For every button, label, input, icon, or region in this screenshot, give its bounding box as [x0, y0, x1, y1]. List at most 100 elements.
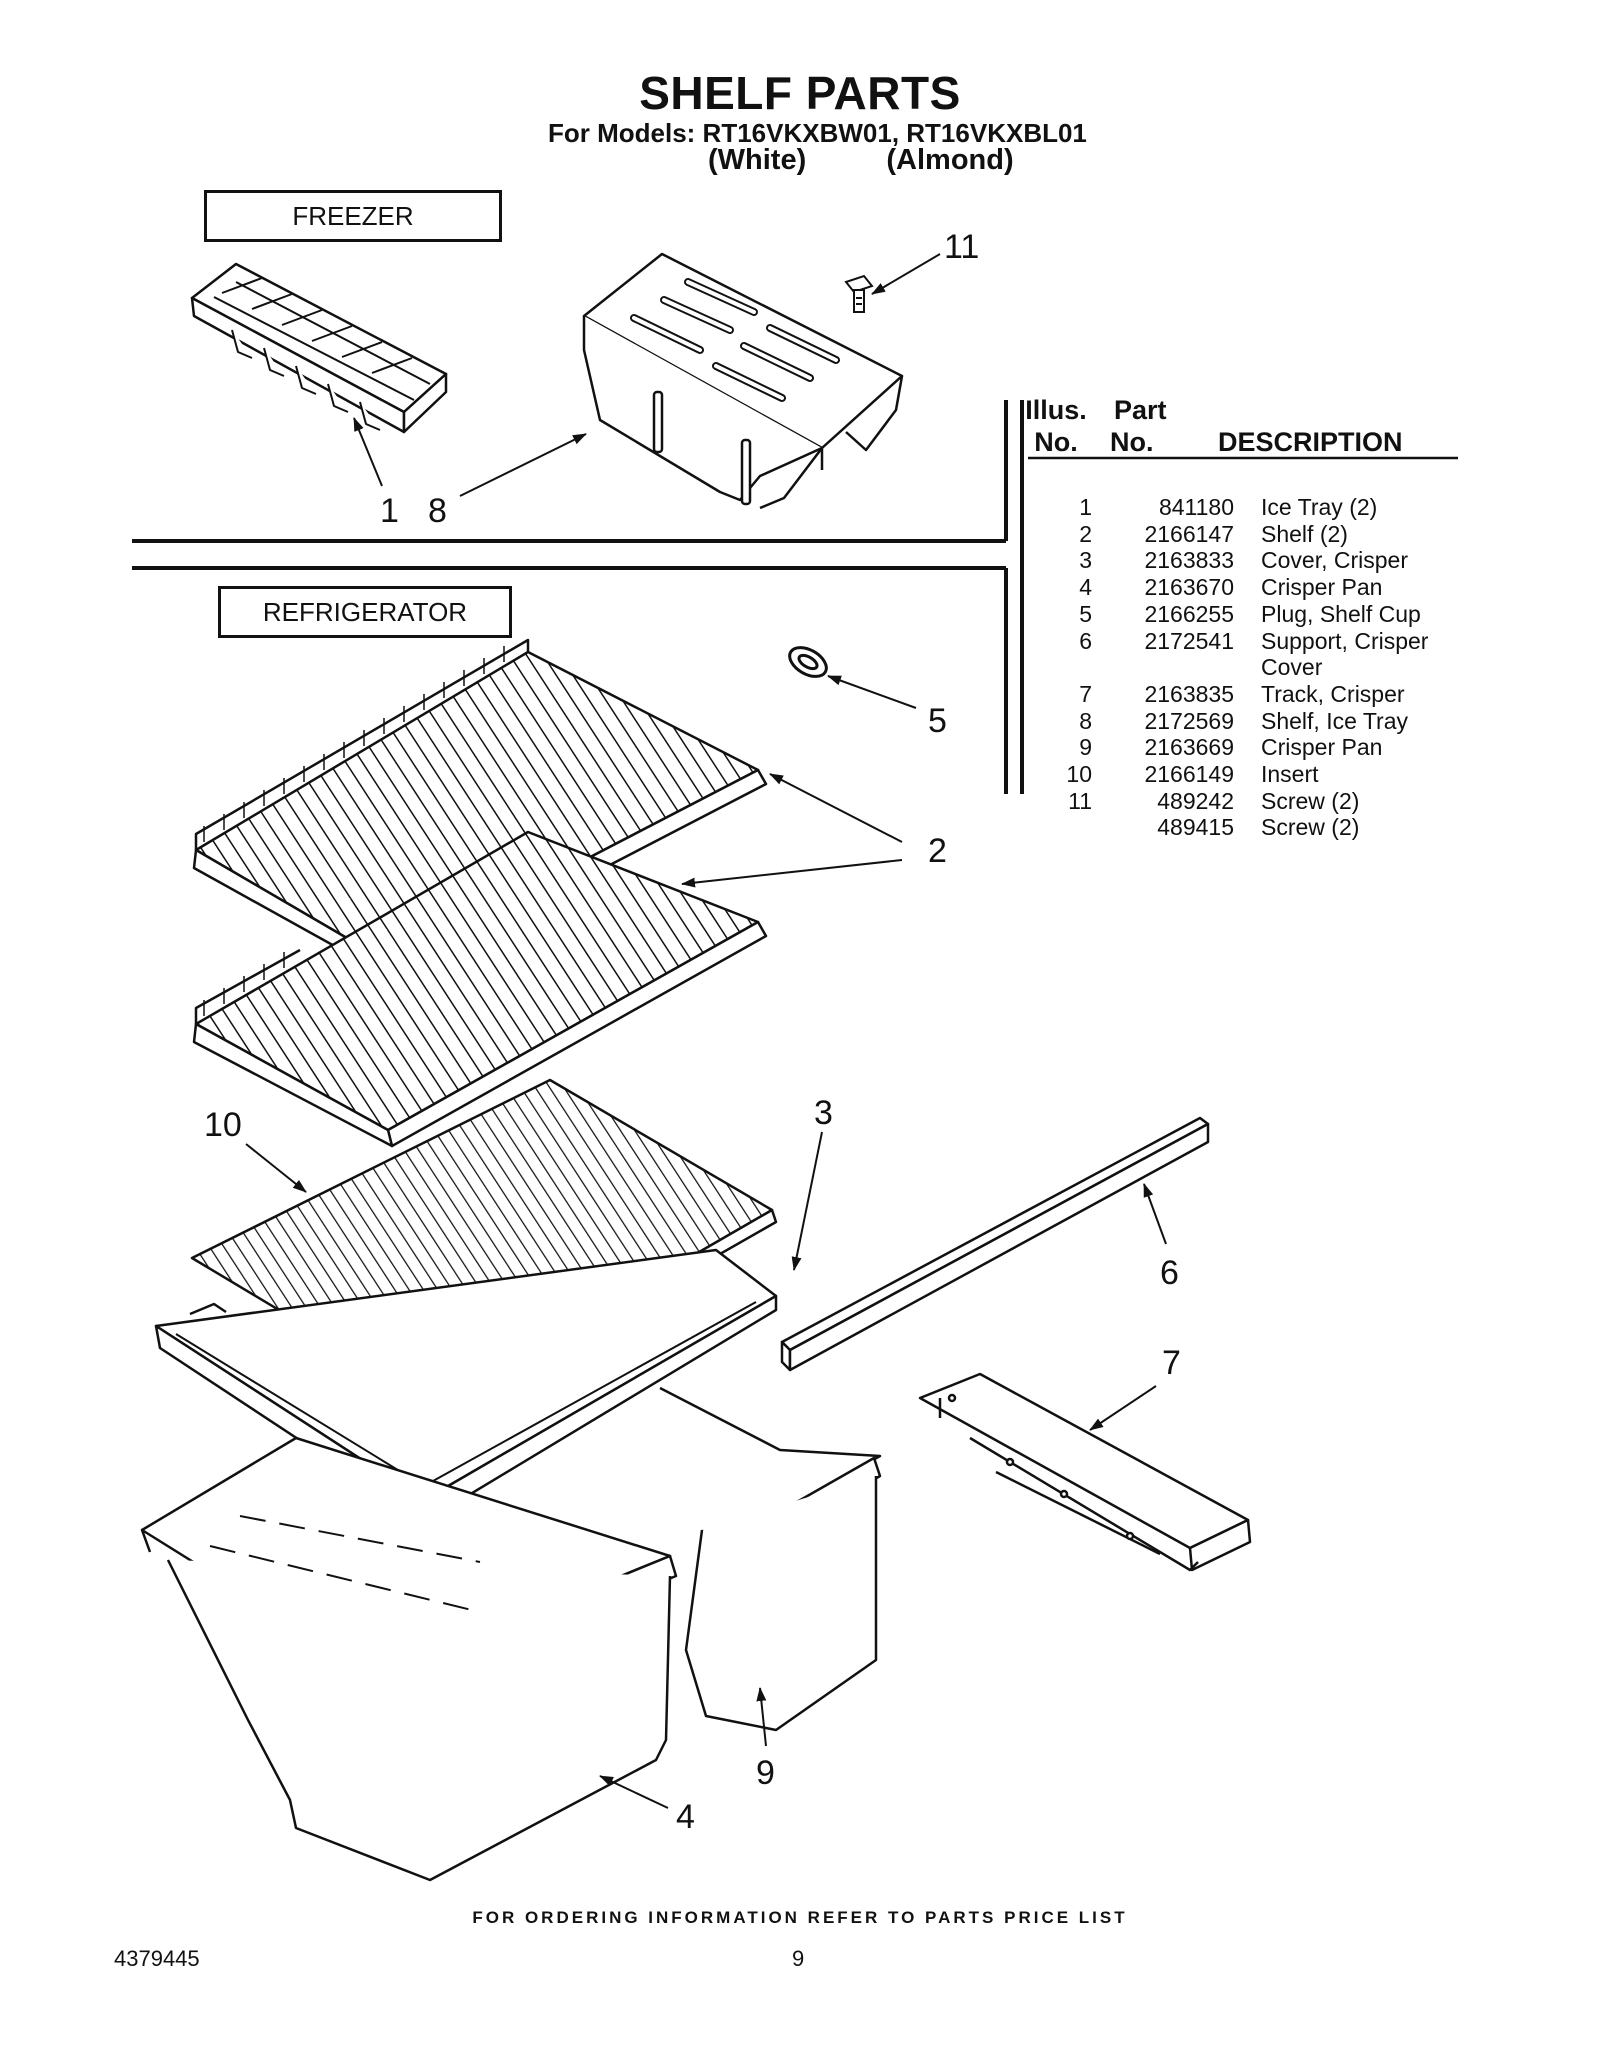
- illus-no-cell: 3: [1079, 547, 1092, 574]
- table-row: 8 2172569 Shelf, Ice Tray: [1040, 708, 1428, 735]
- table-header-part-no: Part No.: [1110, 394, 1167, 458]
- leader-9: [756, 1687, 767, 1747]
- illus-no-cell: 9: [1079, 734, 1092, 761]
- table-row: 3 2163833 Cover, Crisper: [1040, 547, 1428, 574]
- description-cell: Crisper Pan: [1261, 574, 1383, 601]
- description-cell: Track, Crisper: [1261, 680, 1405, 707]
- leader-3: [791, 1131, 823, 1271]
- header-part-line1: Part: [1114, 395, 1167, 425]
- callout-8: 8: [428, 492, 447, 530]
- document-number: 4379445: [114, 1946, 200, 1971]
- crisper-support-drawing: [780, 1116, 1210, 1372]
- part-no-cell: 2163833: [1144, 547, 1234, 574]
- leader-6: [1143, 1183, 1167, 1245]
- callout-5: 5: [928, 702, 947, 740]
- description-cell: Ice Tray (2): [1261, 494, 1378, 520]
- part-no-cell: 489415: [1157, 814, 1234, 841]
- ice-tray-drawing: [190, 262, 448, 434]
- part-no-cell: 841180: [1158, 494, 1234, 520]
- leader-1: [353, 417, 383, 487]
- description-cell: Plug, Shelf Cup: [1261, 600, 1421, 627]
- leader-7: [1089, 1385, 1157, 1431]
- description-cell: Support, Crisper: [1261, 627, 1429, 654]
- leader-2b: [681, 859, 903, 888]
- ice-tray-shelf-drawing: [582, 252, 904, 510]
- table-row: 489415 Screw (2): [1040, 814, 1428, 841]
- callout-1: 1: [380, 492, 399, 530]
- crisper-pan-large-drawing: [140, 1436, 678, 1882]
- crisper-pan-small-drawing: [659, 1386, 882, 1732]
- illus-no-cell: 2: [1079, 520, 1092, 547]
- header-illus-line2: No.: [1034, 427, 1078, 457]
- illus-no-cell: 5: [1079, 600, 1092, 627]
- callout-4: 4: [676, 1798, 695, 1836]
- callout-6: 6: [1160, 1254, 1179, 1292]
- part-no-cell: 2166149: [1144, 761, 1234, 788]
- shelf-plug-drawing: [788, 646, 828, 678]
- callout-7: 7: [1162, 1344, 1181, 1382]
- screw-drawing: [844, 274, 874, 313]
- table-row: 11 489242 Screw (2): [1040, 788, 1428, 815]
- description-cell: Screw (2): [1261, 814, 1360, 841]
- part-no-cell: 2172541: [1144, 627, 1234, 654]
- header-illus-line1: Illus.: [1025, 395, 1087, 425]
- illus-no-cell: 1: [1079, 494, 1092, 520]
- leader-4: [599, 1775, 669, 1809]
- page-title: SHELF PARTS: [639, 67, 961, 119]
- leader-11: [871, 253, 941, 295]
- callout-10: 10: [204, 1106, 242, 1144]
- description-cell: Crisper Pan: [1261, 734, 1383, 761]
- leader-5: [827, 675, 917, 709]
- description-cell: Screw (2): [1261, 787, 1360, 814]
- part-no-cell: 2166147: [1144, 520, 1234, 547]
- illus-no-cell: 8: [1079, 707, 1092, 734]
- leader-8: [459, 433, 587, 497]
- part-no-cell: 2166255: [1144, 600, 1234, 627]
- part-no-cell: 489242: [1157, 787, 1234, 814]
- color-almond: (Almond): [886, 144, 1014, 176]
- section-dividers: [132, 400, 1458, 794]
- color-white: (White): [708, 144, 807, 176]
- illus-no-cell: 7: [1079, 680, 1092, 707]
- table-header-illus-no: Illus. No.: [1024, 394, 1088, 458]
- ordering-note: FOR ORDERING INFORMATION REFER TO PARTS …: [472, 1908, 1128, 1927]
- illus-no-cell: 11: [1068, 787, 1092, 814]
- table-row: 7 2163835 Track, Crisper: [1040, 681, 1428, 708]
- description-cell: Shelf, Ice Tray: [1261, 707, 1409, 734]
- refrigerator-section-label: REFRIGERATOR: [218, 586, 512, 638]
- part-no-cell: 2172569: [1144, 707, 1234, 734]
- table-header-description: DESCRIPTION: [1218, 427, 1403, 457]
- callout-leaders: [245, 253, 1167, 1809]
- leader-2a: [769, 773, 903, 843]
- page-number: 9: [792, 1946, 805, 1971]
- part-no-cell: [1092, 654, 1234, 681]
- description-cell: Cover, Crisper: [1261, 547, 1408, 574]
- table-row: 9 2163669 Crisper Pan: [1040, 734, 1428, 761]
- model-colors: (White) (Almond): [708, 144, 1014, 177]
- callout-11: 11: [944, 228, 980, 266]
- illus-no-cell: [1040, 654, 1092, 681]
- illus-no-cell: 6: [1079, 627, 1092, 654]
- illus-no-cell: 4: [1079, 574, 1092, 601]
- callout-9: 9: [756, 1754, 775, 1792]
- table-row: 5 2166255 Plug, Shelf Cup: [1040, 601, 1428, 628]
- table-row: Cover: [1040, 654, 1428, 681]
- leader-10: [245, 1143, 307, 1193]
- table-row: 6 2172541 Support, Crisper: [1040, 628, 1428, 655]
- header-part-line2: No.: [1110, 427, 1154, 457]
- table-row: 1 841180 Ice Tray (2): [1040, 494, 1428, 521]
- crisper-track-drawing: [918, 1372, 1252, 1572]
- callout-3: 3: [814, 1094, 833, 1132]
- model-numbers: For Models: RT16VKXBW01, RT16VKXBL01: [548, 118, 1087, 148]
- illus-no-cell: [1040, 814, 1092, 841]
- description-cell: Cover: [1261, 654, 1323, 681]
- part-no-cell: 2163669: [1144, 734, 1234, 761]
- part-no-cell: 2163835: [1144, 680, 1234, 707]
- freezer-section-label: FREEZER: [204, 190, 502, 242]
- illus-no-cell: 10: [1066, 761, 1092, 788]
